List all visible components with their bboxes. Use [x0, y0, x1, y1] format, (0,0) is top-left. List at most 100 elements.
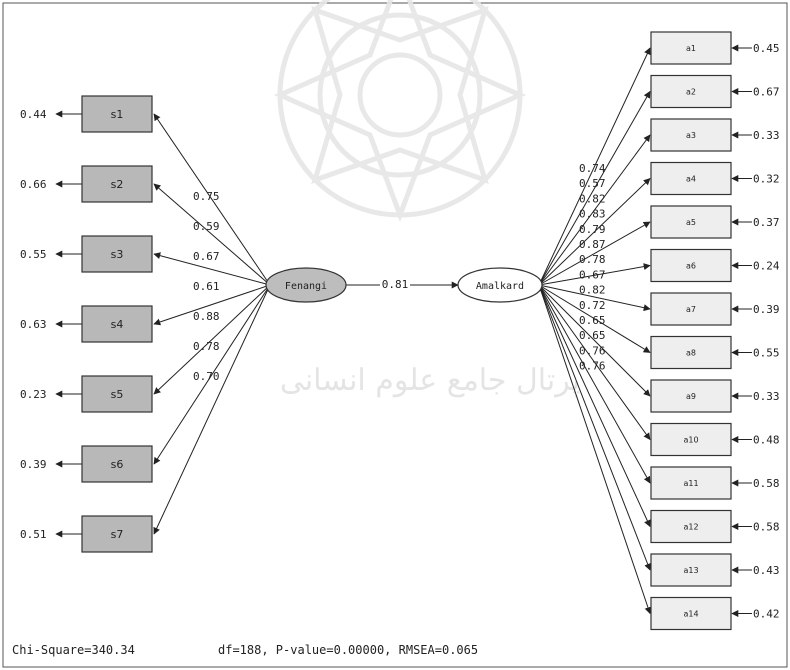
watermark-emblem: پرتال جامع علوم انسانی: [273, 0, 580, 398]
error-variance-a13: 0.43: [753, 564, 780, 577]
indicator-box-a12: [650, 509, 732, 544]
indicator-box-s2: [81, 165, 153, 203]
indicator-box-a9: [650, 379, 732, 413]
loading-label-a12: 0.65: [579, 329, 606, 342]
loading-label-s3: 0.67: [193, 250, 220, 263]
error-variance-a8: 0.55: [753, 347, 780, 360]
edges-layer: 0.81: [55, 44, 752, 617]
loading-arrow-a11: [538, 284, 651, 484]
loading-arrow-a14: [538, 284, 652, 615]
indicator-label-a7: a7: [686, 305, 696, 314]
loading-label-s6: 0.78: [193, 340, 220, 353]
indicator-label-s7: s7: [111, 528, 124, 541]
loading-arrow-a6: [538, 263, 651, 286]
loading-label-a6: 0.87: [579, 238, 606, 251]
indicator-box-a14: [650, 596, 732, 631]
loading-label-a2: 0.57: [579, 177, 606, 190]
latent-left-label: Fenangi: [285, 281, 327, 292]
indicator-box-s1: [81, 95, 153, 133]
loading-label-a3: 0.82: [579, 192, 606, 205]
loading-label-a14: 0.76: [579, 360, 606, 373]
loading-arrow-s4: [153, 284, 271, 326]
loading-arrow-a2: [538, 90, 651, 286]
path-label-bg: [380, 278, 410, 292]
error-variance-s2: 0.66: [20, 178, 47, 191]
indicator-box-a1: [650, 31, 732, 65]
indicator-box-a13: [650, 553, 732, 587]
loading-label-s5: 0.88: [193, 310, 220, 323]
latent-left-ellipse: [265, 267, 347, 303]
loading-label-a7: 0.78: [579, 253, 606, 266]
indicator-label-a6: a6: [686, 262, 696, 271]
loading-label-a8: 0.67: [579, 268, 606, 281]
loading-label-s4: 0.61: [193, 280, 220, 293]
indicator-box-a11: [650, 466, 732, 500]
error-variance-a4: 0.32: [753, 173, 780, 186]
error-variance-a11: 0.58: [753, 477, 780, 490]
indicator-box-s5: [81, 375, 153, 413]
chi-square-text: Chi-Square=340.34: [12, 643, 135, 657]
loading-label-a11: 0.65: [579, 314, 606, 327]
error-variance-a12: 0.58: [753, 521, 780, 534]
nodes-layer: Fenangi Amalkard s1 0.44 0.75 s2 0.66 0.59 s3 0.5…: [20, 31, 780, 631]
loading-arrow-a5: [538, 221, 651, 286]
indicator-label-s6: s6: [111, 458, 124, 471]
indicator-label-s3: s3: [111, 248, 124, 261]
indicator-label-s2: s2: [111, 178, 124, 191]
indicator-label-a4: a4: [686, 175, 696, 184]
indicator-label-a3: a3: [686, 131, 696, 140]
loading-arrow-s1: [153, 113, 271, 286]
loading-label-a4: 0.83: [579, 208, 606, 221]
loading-label-s1: 0.75: [193, 190, 220, 203]
error-variance-a10: 0.48: [753, 434, 780, 447]
indicator-label-a10: a10: [683, 436, 698, 445]
loading-label-a10: 0.72: [579, 299, 606, 312]
loading-arrow-a13: [538, 284, 651, 571]
loading-arrow-a10: [538, 284, 651, 441]
loading-label-a9: 0.82: [579, 284, 606, 297]
loading-label-a5: 0.79: [579, 223, 606, 236]
watermark-text: پرتال جامع علوم انسانی: [280, 363, 580, 398]
error-variance-a2: 0.67: [753, 86, 780, 99]
error-variance-s6: 0.39: [20, 458, 47, 471]
indicator-label-a9: a9: [686, 392, 696, 401]
indicator-box-s3: [81, 235, 153, 273]
error-variance-a9: 0.33: [753, 390, 780, 403]
error-variance-s1: 0.44: [20, 108, 47, 121]
loading-arrow-s2: [153, 183, 271, 286]
error-variance-s3: 0.55: [20, 248, 47, 261]
loading-arrow-a12: [538, 284, 651, 528]
loading-label-a13: 0.76: [579, 344, 606, 357]
loading-arrow-s7: [153, 284, 271, 535]
path-coefficient-label: 0.81: [382, 278, 409, 291]
error-variance-a7: 0.39: [753, 303, 780, 316]
indicator-box-s6: [81, 445, 153, 483]
fit-indices-text: df=188, P-value=0.00000, RMSEA=0.065: [218, 643, 478, 657]
indicator-label-a2: a2: [686, 88, 696, 97]
error-variance-a5: 0.37: [753, 216, 780, 229]
loading-arrow-s3: [153, 252, 271, 286]
indicator-label-s5: s5: [111, 388, 124, 401]
indicator-box-a8: [650, 335, 732, 370]
indicator-box-a5: [650, 205, 732, 239]
indicator-box-a4: [650, 161, 732, 196]
latent-right-ellipse: [457, 267, 543, 303]
indicator-box-a6: [650, 248, 732, 283]
indicator-box-a7: [650, 292, 732, 326]
loading-arrow-s5: [153, 284, 271, 395]
indicator-label-s4: s4: [111, 318, 124, 331]
indicator-box-s7: [81, 515, 153, 553]
loading-arrow-a9: [538, 284, 651, 397]
latent-right-label: Amalkard: [476, 281, 524, 292]
loading-label-a1: 0.74: [579, 162, 606, 175]
loading-arrow-a7: [538, 284, 651, 312]
error-variance-a14: 0.42: [753, 608, 780, 621]
error-variance-s4: 0.63: [20, 318, 47, 331]
loading-arrow-a3: [538, 134, 651, 286]
error-variance-a6: 0.24: [753, 260, 780, 273]
indicator-label-a1: a1: [686, 44, 696, 53]
loading-arrow-a1: [538, 47, 651, 286]
indicator-label-s1: s1: [111, 108, 124, 121]
indicator-box-a3: [650, 118, 732, 152]
loading-label-s2: 0.59: [193, 220, 220, 233]
